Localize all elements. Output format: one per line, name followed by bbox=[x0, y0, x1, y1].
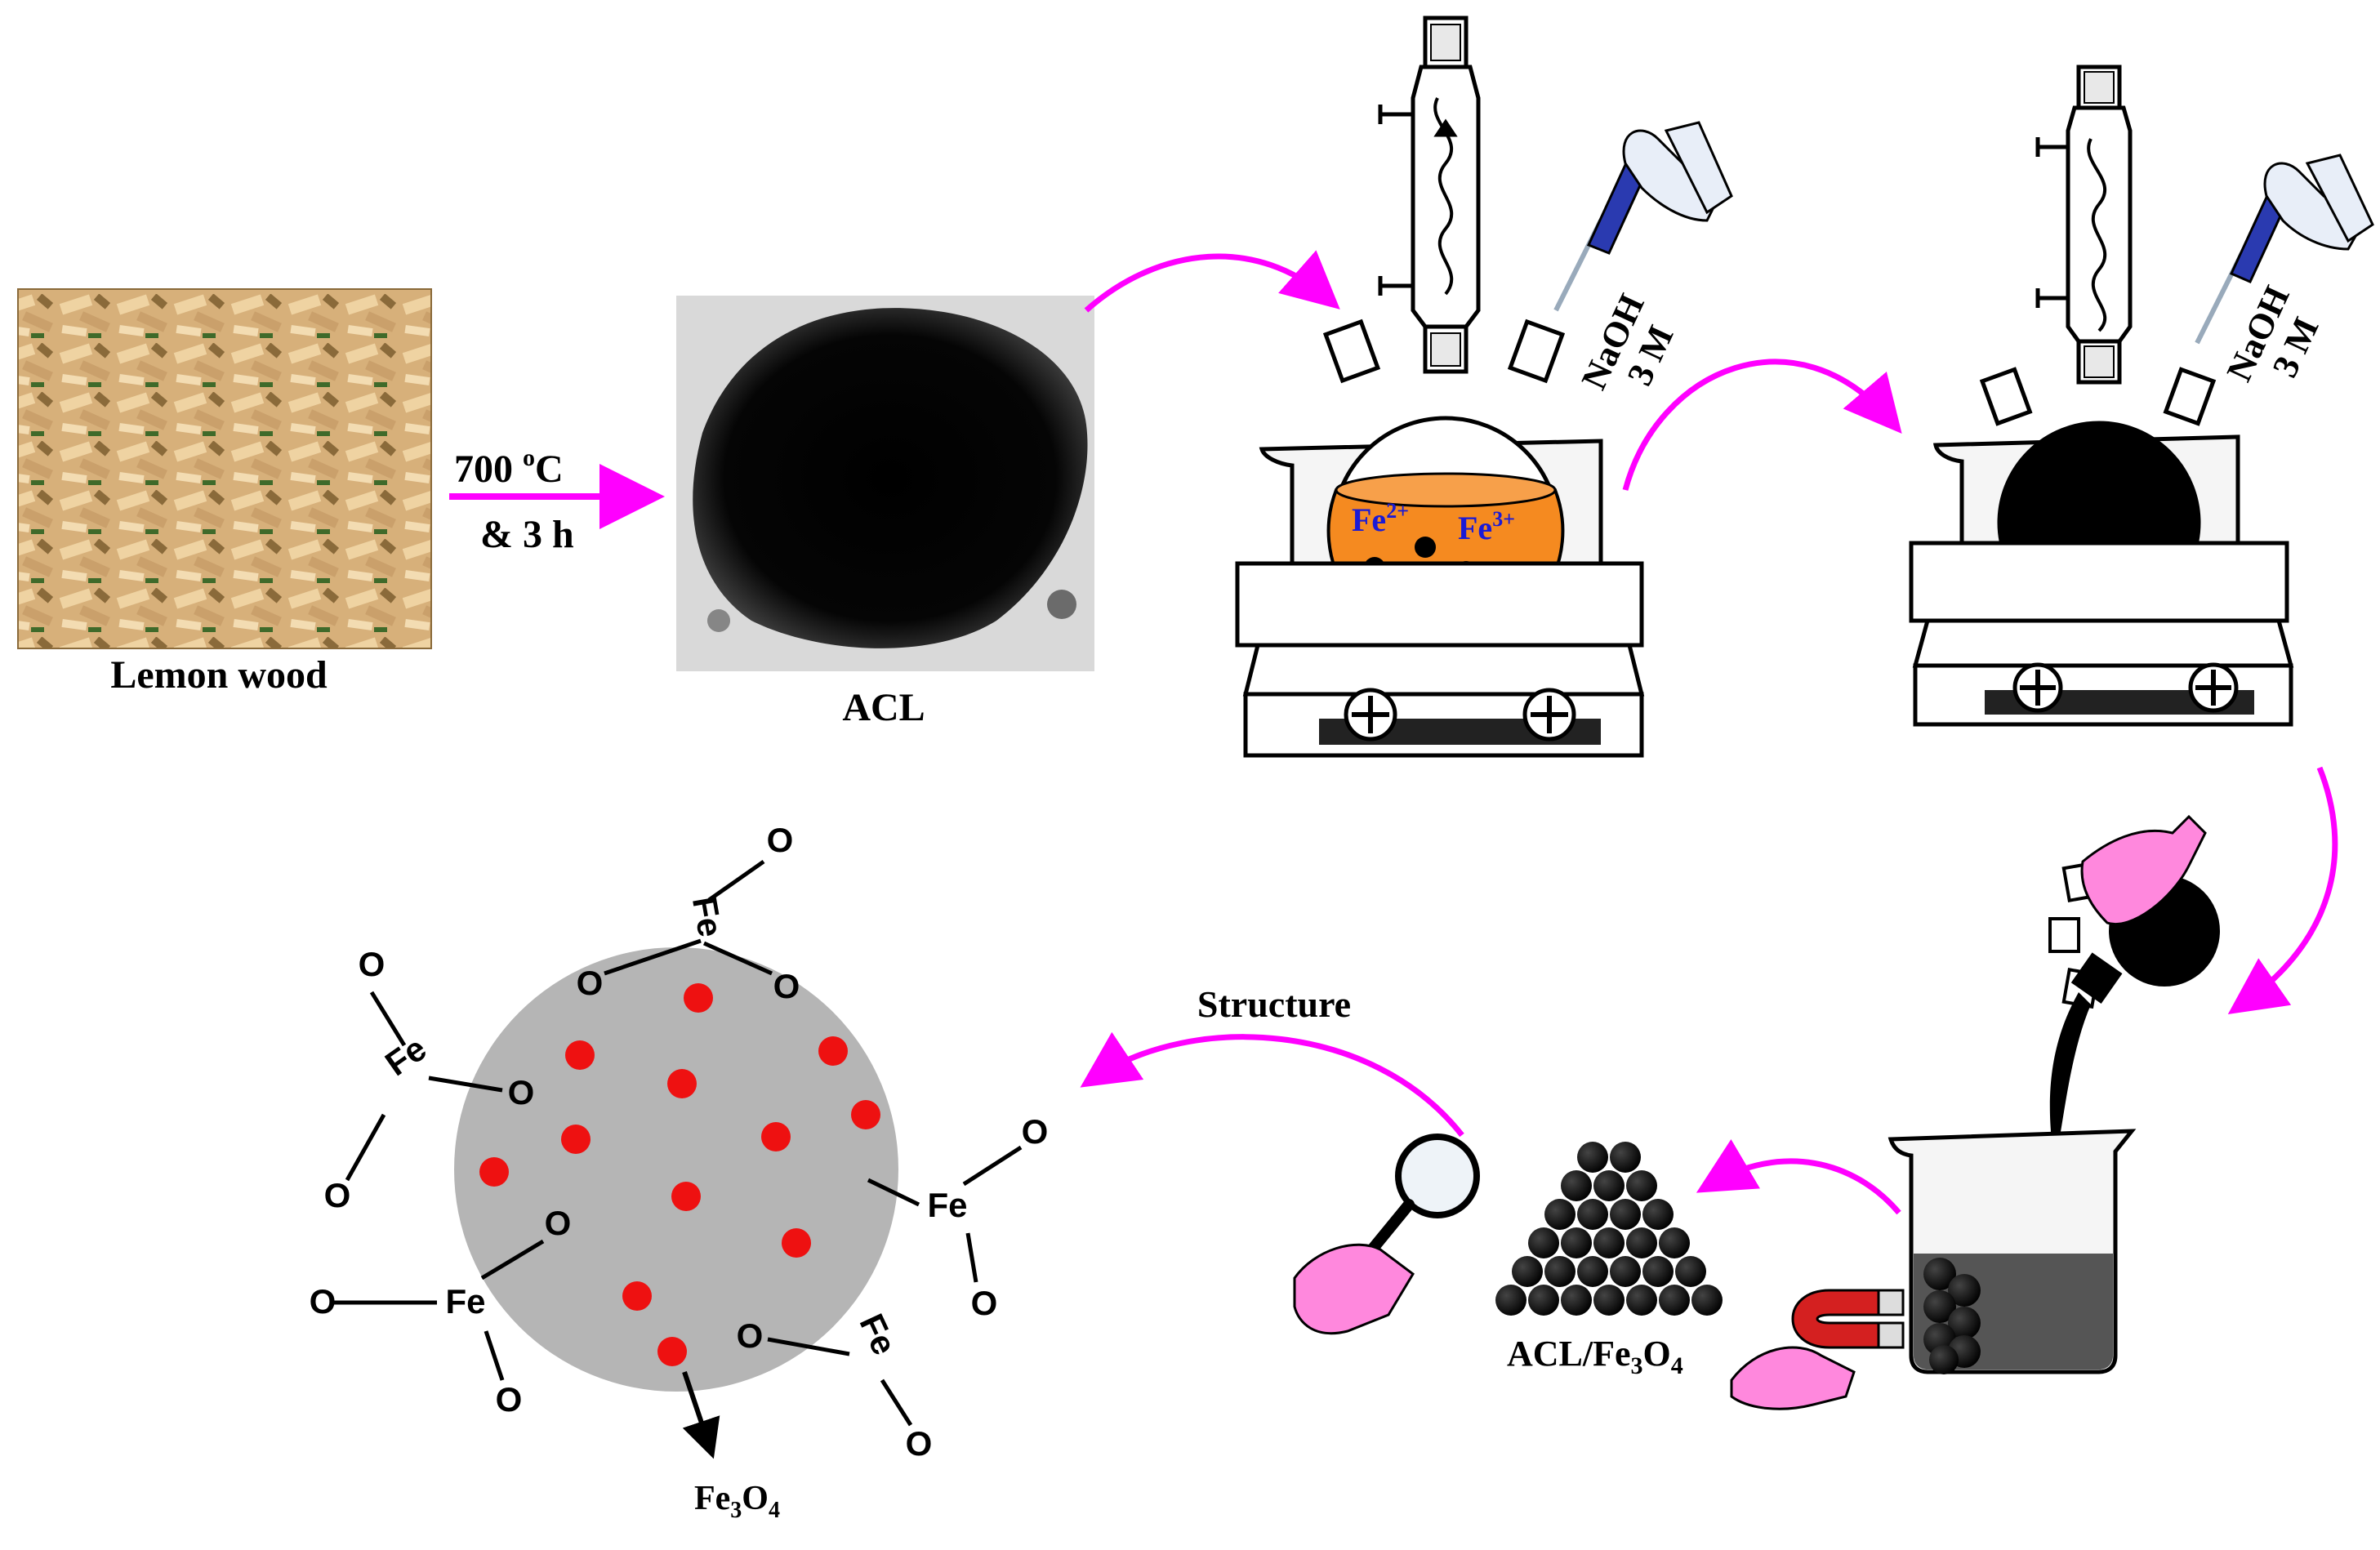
acl-powder-photo bbox=[676, 296, 1094, 671]
time-label: & 3 h bbox=[480, 513, 574, 556]
atom-o: O bbox=[324, 1176, 351, 1214]
arrow-to-structure bbox=[1080, 1031, 1464, 1138]
fe-o-bonds bbox=[331, 859, 1023, 1427]
atom-o: O bbox=[310, 1282, 336, 1321]
fe2-ion-label: Fe2+ bbox=[1352, 499, 1409, 538]
pouring-hand-icon bbox=[2080, 814, 2207, 925]
atom-o: O bbox=[773, 967, 800, 1005]
acl-label: ACL bbox=[842, 686, 925, 729]
reactor-setup-1: Fe2+ Fe3+ NaOH 3 M bbox=[1235, 16, 1733, 758]
reactor-setup-2: NaOH 3 M bbox=[1909, 65, 2374, 727]
atom-fe: Fe bbox=[685, 893, 730, 939]
atom-fe: Fe bbox=[852, 1308, 903, 1361]
fe3-ion-label: Fe3+ bbox=[1458, 507, 1515, 546]
atom-fe: Fe bbox=[378, 1029, 433, 1084]
atom-o: O bbox=[971, 1284, 998, 1322]
acl-fe3o4-label: ACL/Fe3O4 bbox=[1507, 1334, 1683, 1379]
atom-fe: Fe bbox=[927, 1186, 967, 1224]
hot-plate-stirrer-icon bbox=[1235, 561, 1645, 758]
magnet-icon bbox=[1730, 1289, 1905, 1410]
pipette-hand-icon bbox=[1553, 121, 1733, 312]
arrow-acl-to-reactor bbox=[1084, 250, 1340, 313]
structure-label: Structure bbox=[1197, 983, 1351, 1025]
lemon-wood-label: Lemon wood bbox=[110, 653, 328, 697]
reflux-condenser-icon bbox=[2035, 65, 2133, 385]
atom-o: O bbox=[737, 1316, 764, 1355]
temperature-label: 700 oC bbox=[454, 444, 564, 491]
nanoparticle-pile-icon bbox=[1495, 1142, 1723, 1316]
pipette-hand-icon bbox=[2195, 154, 2374, 345]
atom-o: O bbox=[359, 945, 386, 983]
atom-o: O bbox=[577, 964, 604, 1002]
lemon-wood-photo bbox=[17, 288, 432, 649]
atom-o: O bbox=[545, 1204, 572, 1242]
arrow-reactor2-to-pouring bbox=[2227, 766, 2338, 1015]
hot-plate-stirrer-icon bbox=[1909, 541, 2294, 727]
arrow-reactor1-to-reactor2 bbox=[1622, 359, 1902, 491]
atom-o: O bbox=[906, 1424, 933, 1463]
fe3o4-sphere-icon bbox=[454, 947, 898, 1392]
arrow-beaker-to-nanoparticles bbox=[1696, 1139, 1901, 1215]
atom-o: O bbox=[508, 1073, 535, 1111]
reflux-condenser-icon bbox=[1378, 16, 1481, 374]
magnifier-icon bbox=[1293, 1134, 1480, 1335]
atom-o: O bbox=[496, 1380, 523, 1419]
fe3o4-nanoparticle-dots bbox=[479, 983, 880, 1366]
atom-o: O bbox=[767, 821, 794, 859]
fe3o4-label: Fe3O4 bbox=[694, 1480, 780, 1523]
atom-o: O bbox=[1022, 1112, 1049, 1151]
atom-labels: O Fe O O O Fe O O Fe O O O O Fe O O Fe O bbox=[310, 821, 1049, 1463]
collection-beaker-icon bbox=[1888, 1129, 2137, 1374]
fe3o4-pointer-arrow bbox=[682, 1371, 720, 1459]
atom-fe: Fe bbox=[445, 1282, 485, 1321]
acl-sphere bbox=[454, 947, 898, 1392]
